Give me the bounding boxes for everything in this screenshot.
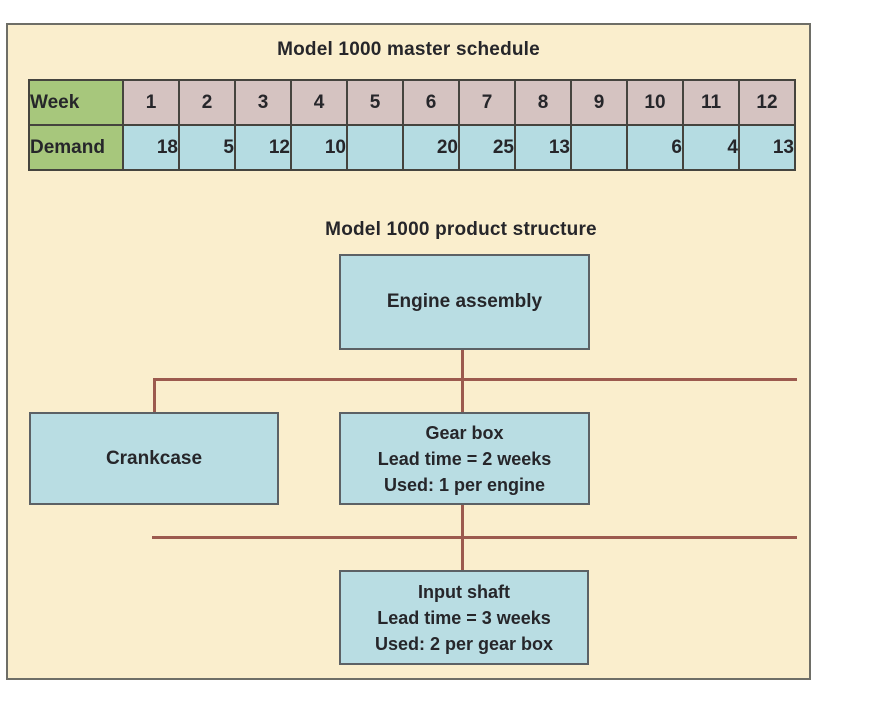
- demand-cell: [346, 124, 404, 171]
- product-structure-title: Model 1000 product structure: [325, 219, 597, 240]
- master-schedule-title: Model 1000 master schedule: [277, 39, 540, 60]
- connector-engine-to-level1-line: [461, 348, 464, 415]
- week-cell: 12: [738, 79, 796, 126]
- engine-assembly-box: Engine assembly: [339, 254, 590, 350]
- week-cell: 1: [122, 79, 180, 126]
- demand-cell: 13: [738, 124, 796, 171]
- demand-cell: 4: [682, 124, 740, 171]
- week-row: Week 1 2 3 4 5 6 7 8 9 10 11 12: [28, 79, 796, 126]
- week-cell: 9: [570, 79, 628, 126]
- demand-cell: 20: [402, 124, 460, 171]
- gear-box-lead-time: Lead time = 2 weeks: [377, 448, 552, 469]
- demand-cell: 12: [234, 124, 292, 171]
- demand-row: Demand 18 5 12 10 20 25 13 6 4 13: [28, 124, 796, 171]
- demand-cell: 10: [290, 124, 348, 171]
- week-cell: 5: [346, 79, 404, 126]
- master-schedule-table: Week 1 2 3 4 5 6 7 8 9 10 11 12 Demand 1…: [28, 79, 796, 171]
- level2-horizontal-line: [152, 536, 797, 539]
- crankcase-box: Crankcase: [29, 412, 279, 505]
- demand-cell: 25: [458, 124, 516, 171]
- week-cell: 8: [514, 79, 572, 126]
- week-cell: 2: [178, 79, 236, 126]
- demand-cell: 13: [514, 124, 572, 171]
- demand-cell: 6: [626, 124, 684, 171]
- gear-box-box: Gear box Lead time = 2 weeks Used: 1 per…: [339, 412, 590, 505]
- input-shaft-lead-time: Lead time = 3 weeks: [377, 607, 551, 628]
- week-row-label: Week: [28, 79, 124, 126]
- mrp-figure-panel: Model 1000 master schedule Week 1 2 3 4 …: [6, 23, 811, 680]
- demand-row-label: Demand: [28, 124, 124, 171]
- connector-level1-to-crankcase-line: [153, 378, 156, 414]
- week-cell: 11: [682, 79, 740, 126]
- gear-box-label: Gear box: [425, 422, 504, 443]
- week-cell: 4: [290, 79, 348, 126]
- demand-cell: 18: [122, 124, 180, 171]
- demand-cell: 5: [178, 124, 236, 171]
- input-shaft-label: Input shaft: [418, 581, 510, 602]
- week-cell: 7: [458, 79, 516, 126]
- input-shaft-usage: Used: 2 per gear box: [374, 633, 554, 654]
- week-cell: 10: [626, 79, 684, 126]
- gear-box-usage: Used: 1 per engine: [383, 474, 546, 495]
- level1-horizontal-line: [154, 378, 797, 381]
- week-cell: 6: [402, 79, 460, 126]
- input-shaft-box: Input shaft Lead time = 3 weeks Used: 2 …: [339, 570, 589, 665]
- engine-assembly-label: Engine assembly: [386, 291, 543, 312]
- demand-cell: [570, 124, 628, 171]
- week-cell: 3: [234, 79, 292, 126]
- crankcase-label: Crankcase: [105, 447, 203, 469]
